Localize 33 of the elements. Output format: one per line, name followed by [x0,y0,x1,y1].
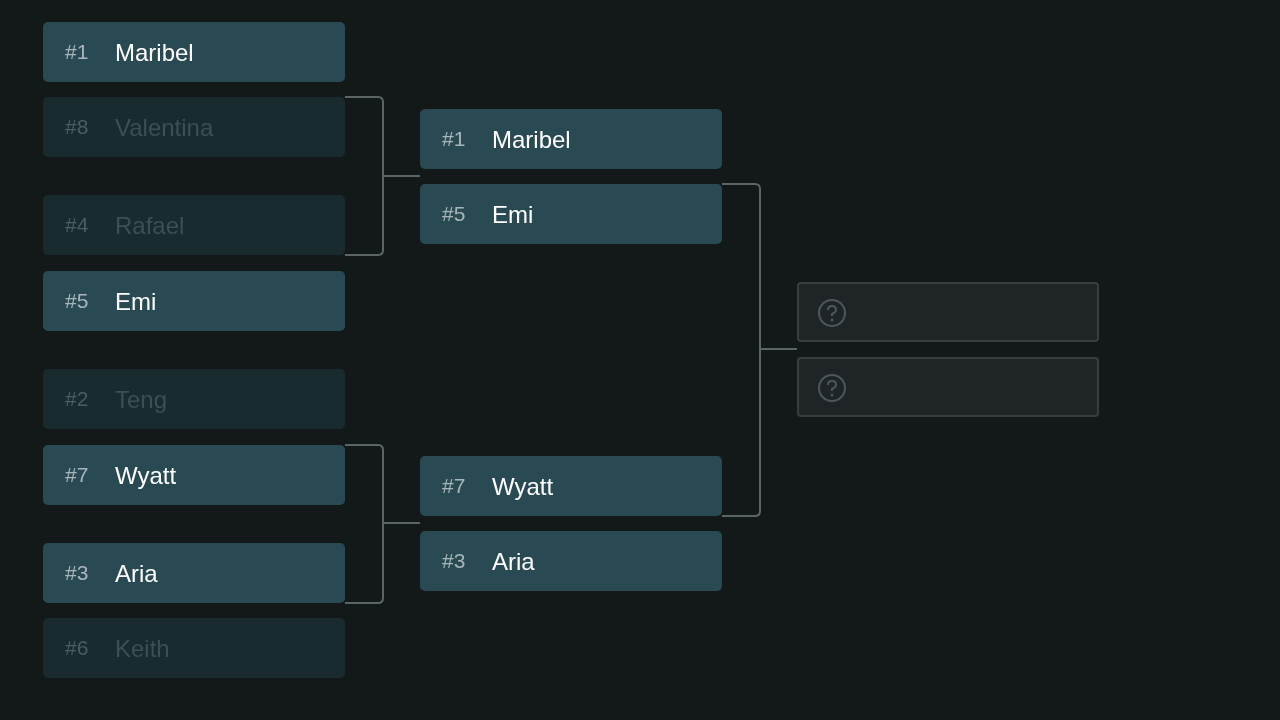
seed-number: #1 [65,40,89,64]
player-slot [43,445,345,505]
bracket-line [344,522,421,604]
player-slot [43,271,345,331]
player-slot [43,618,345,678]
bracket-line [721,348,798,517]
player-name: Wyatt [492,473,554,501]
player-name: Maribel [492,126,571,154]
player-slot [420,109,722,169]
bracket-line [344,175,421,256]
player-slot [43,195,345,255]
seed-number: #1 [442,127,466,151]
player-slot [420,531,722,591]
seed-number: #5 [65,289,89,313]
empty-slot [797,357,1099,417]
player-name: Wyatt [115,462,177,490]
seed-number: #7 [442,474,466,498]
seed-number: #3 [65,561,89,585]
player-slot [43,543,345,603]
seed-number: #5 [442,202,466,226]
player-name: Emi [115,288,157,316]
player-slot [43,369,345,429]
empty-slot [797,282,1099,342]
player-slot [43,97,345,157]
seed-number: #3 [442,549,466,573]
player-name: Aria [115,560,158,588]
player-slot [420,456,722,516]
seed-number: #7 [65,463,89,487]
player-slot [43,22,345,82]
player-slot [420,184,722,244]
player-name: Maribel [115,39,194,67]
player-name: Aria [492,548,535,576]
player-name: Emi [492,201,534,229]
